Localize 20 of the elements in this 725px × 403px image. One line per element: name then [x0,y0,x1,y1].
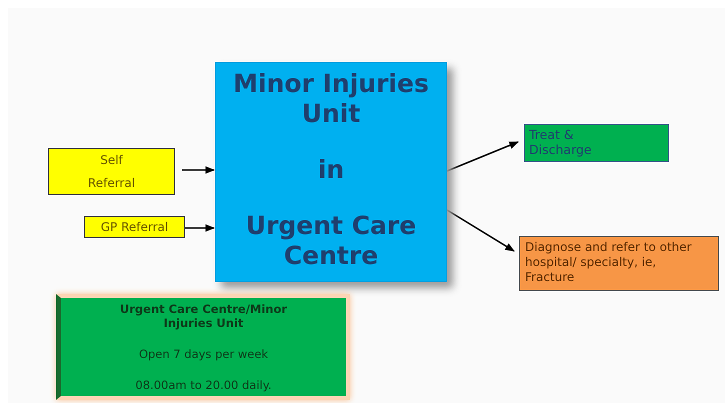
referral-label: Self Referral [86,152,136,192]
info-text: Open 7 days per week [138,347,268,361]
unit-title: Urgent Care Centre [244,211,418,271]
info-text: Urgent Care Centre/Minor Injuries Unit [118,302,288,330]
referral-box [84,216,185,238]
outcome-box [519,236,719,291]
info-box [56,294,350,400]
arrow [182,166,215,174]
unit-title: Minor Injuries Unit [232,69,430,129]
referral-box [48,148,175,195]
arrow [185,224,215,232]
unit-box [215,62,447,282]
unit-title: in [318,155,344,185]
outcome-box [524,124,669,162]
referral-label: GP Referral [100,218,168,236]
outcome-label: Treat & Discharge [529,127,593,157]
arrow [446,141,519,172]
outcome-label: Diagnose and refer to other hospital/ specialty, ie, Fracture [525,240,693,285]
info-text: 08.00am to 20.00 daily. [135,378,272,392]
arrow [446,209,515,252]
